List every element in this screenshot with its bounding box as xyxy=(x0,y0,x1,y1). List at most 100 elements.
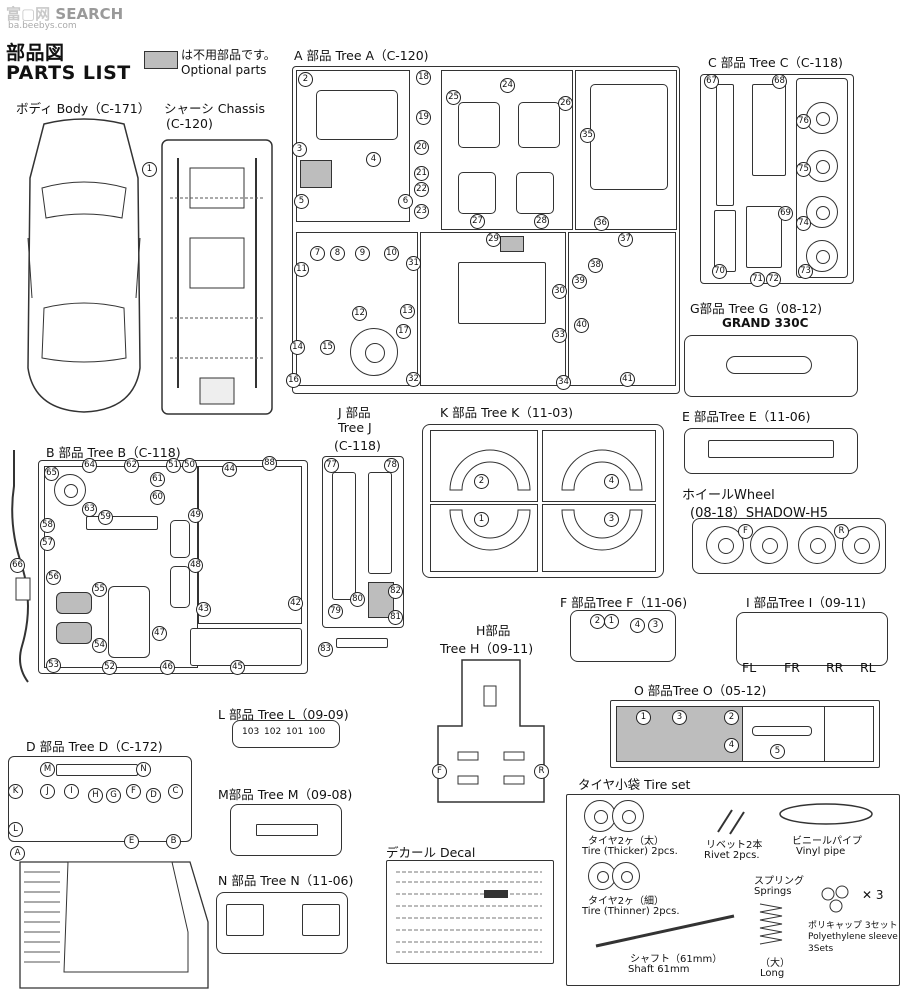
poly-en-2: 3Sets xyxy=(808,944,834,954)
tree-j-part-77 xyxy=(332,472,356,600)
part-num-31: 31 xyxy=(406,256,421,271)
antenna-cable-drawing xyxy=(11,450,31,683)
part-num-54: 54 xyxy=(92,638,107,653)
tree-m-part xyxy=(256,824,318,836)
part-num-46: 46 xyxy=(160,660,175,675)
part-num-41: 41 xyxy=(620,372,635,387)
tree-h-frame xyxy=(437,659,545,803)
tireset-label: タイヤ小袋 Tire set xyxy=(578,777,691,792)
part-num-dH: H xyxy=(88,788,103,803)
tree-a-seat-26 xyxy=(518,102,560,148)
part-num-28: 28 xyxy=(534,214,549,229)
part-num-24: 24 xyxy=(500,78,515,93)
part-num-dJ: J xyxy=(40,784,55,799)
part-num-dN: N xyxy=(136,762,151,777)
part-num-dE: E xyxy=(124,834,139,849)
wheel-2 xyxy=(750,526,788,564)
tire-thin-1 xyxy=(588,862,616,890)
tree-c-seatbelt xyxy=(714,210,736,272)
part-num-17: 17 xyxy=(396,324,411,339)
part-num-o3: 3 xyxy=(672,710,687,725)
part-num-80: 80 xyxy=(350,592,365,607)
tree-d-label: D 部品 Tree D（C-172) xyxy=(26,739,163,754)
part-num-18: 18 xyxy=(416,70,431,85)
part-num-79: 79 xyxy=(328,604,343,619)
wheel-label: ホイールWheel xyxy=(682,488,775,503)
part-num-k2: 2 xyxy=(474,474,489,489)
part-num-36: 36 xyxy=(594,216,609,231)
part-num-o5: 5 xyxy=(770,744,785,759)
part-num-o2: 2 xyxy=(724,710,739,725)
watermark-url: ba.beebys.com xyxy=(8,21,77,31)
part-num-dF: F xyxy=(126,784,141,799)
vinyl-jp: ビニールパイプ xyxy=(792,836,862,847)
part-num-k3: 3 xyxy=(604,512,619,527)
part-num-dA: A xyxy=(10,846,25,861)
part-num-14: 14 xyxy=(290,340,305,355)
part-num-45: 45 xyxy=(230,660,245,675)
spring-drawing xyxy=(759,903,783,945)
part-num-77: 77 xyxy=(324,458,339,473)
part-num-63: 63 xyxy=(82,502,97,517)
part-num-73: 73 xyxy=(798,264,813,279)
part-num-44: 44 xyxy=(222,462,237,477)
tree-o-label: O 部品Tree O（05-12) xyxy=(634,683,767,698)
part-num-7: 7 xyxy=(310,246,325,261)
tree-l-101: 101 xyxy=(286,727,304,737)
part-num-34: 34 xyxy=(556,375,571,390)
part-num-72: 72 xyxy=(766,272,781,287)
poly-en-1: Polyethylene sleeve xyxy=(808,932,898,942)
part-num-16: 16 xyxy=(286,373,301,388)
part-num-70: 70 xyxy=(712,264,727,279)
part-num-59: 59 xyxy=(98,510,113,525)
tree-b-optional-54 xyxy=(56,622,92,644)
spring-long-jp: （大） xyxy=(760,958,790,969)
watermark-text: SEARCH xyxy=(55,5,124,23)
tree-j-shaft-83 xyxy=(336,638,388,648)
part-num-30: 30 xyxy=(552,284,567,299)
part-num-51: 51 xyxy=(166,458,181,473)
part-num-9: 9 xyxy=(355,246,370,261)
part-num-22: 22 xyxy=(414,182,429,197)
tree-h-mark-f: F xyxy=(432,764,447,779)
tree-j-label-1: J 部品 xyxy=(338,405,371,420)
wheel-sub: (08-18）SHADOW-H5 xyxy=(690,506,829,521)
tree-a-frame-part xyxy=(316,90,398,140)
part-num-69: 69 xyxy=(778,206,793,221)
legend-en: Optional parts xyxy=(181,63,267,77)
part-num-66: 66 xyxy=(10,558,25,573)
part-num-60: 60 xyxy=(150,490,165,505)
tree-i-fr: FR xyxy=(784,660,800,675)
tire-thin-jp: タイヤ2ヶ（細） xyxy=(588,896,665,907)
part-num-23: 23 xyxy=(414,204,429,219)
decal-lines xyxy=(396,871,542,953)
part-num-65: 65 xyxy=(44,466,59,481)
part-num-71: 71 xyxy=(750,272,765,287)
part-num-21: 21 xyxy=(414,166,429,181)
part-num-f4: 4 xyxy=(630,618,645,633)
part-num-4: 4 xyxy=(366,152,381,167)
chassis-drawing xyxy=(161,139,273,415)
part-num-49: 49 xyxy=(188,508,203,523)
part-num-57: 57 xyxy=(40,536,55,551)
tree-c-tire-75 xyxy=(806,150,838,182)
part-num-75: 75 xyxy=(796,162,811,177)
tree-a-optional-3 xyxy=(300,160,332,188)
part-num-62: 62 xyxy=(124,458,139,473)
part-num-39: 39 xyxy=(572,274,587,289)
tree-l-103: 103 xyxy=(242,727,260,737)
rivet-drawing xyxy=(717,809,745,835)
part-num-56: 56 xyxy=(46,570,61,585)
wheel-mark-r: R xyxy=(834,524,849,539)
part-num-o4: 4 xyxy=(724,738,739,753)
tree-n-label: N 部品 Tree N（11-06) xyxy=(218,873,354,888)
part-num-f3: 3 xyxy=(648,618,663,633)
part-num-6: 6 xyxy=(398,194,413,209)
part-num-52: 52 xyxy=(102,660,117,675)
part-num-82: 82 xyxy=(388,584,403,599)
tree-o-shaft-5 xyxy=(752,726,812,736)
part-num-58: 58 xyxy=(40,518,55,533)
tree-i-rr: RR xyxy=(826,660,844,675)
spring-en: Springs xyxy=(754,886,792,897)
part-num-5: 5 xyxy=(294,194,309,209)
